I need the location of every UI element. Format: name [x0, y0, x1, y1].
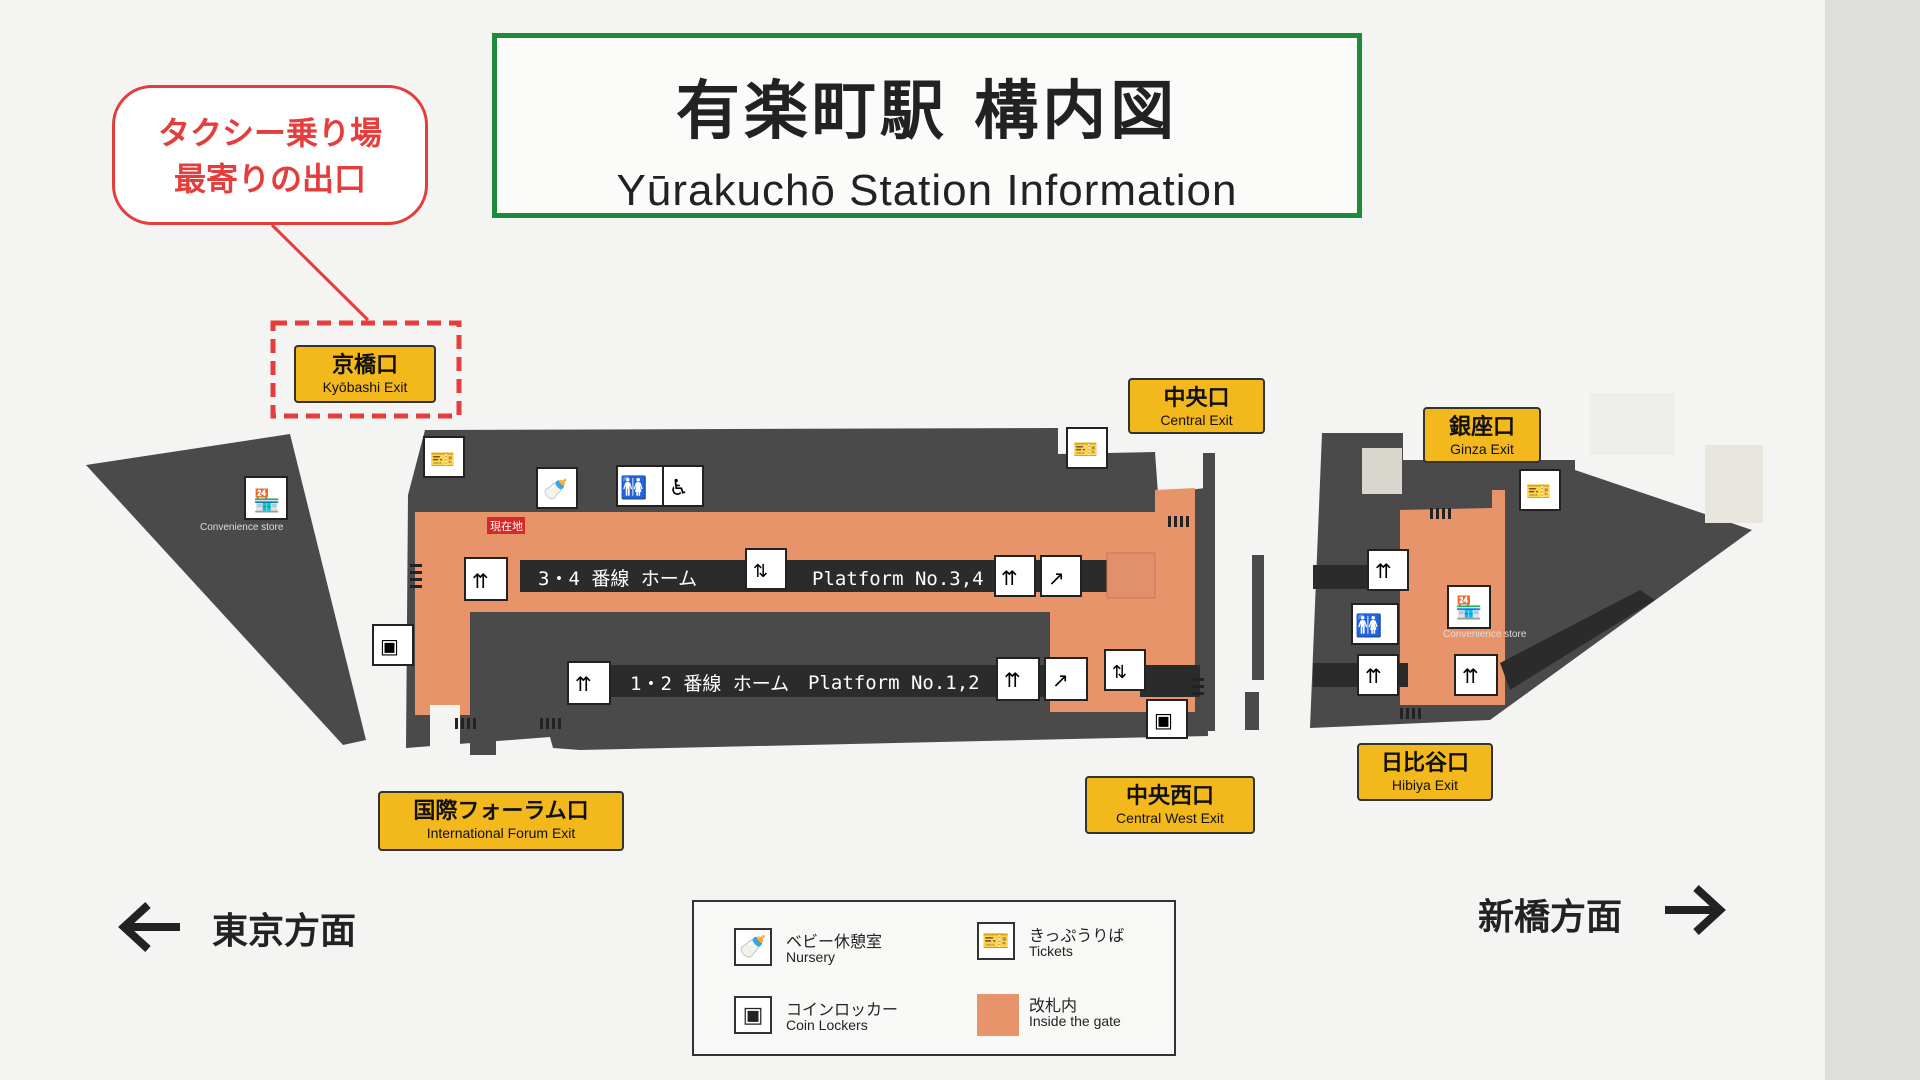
- nursery-icon: 🍼: [734, 928, 772, 966]
- ticket-icon: 🎫: [977, 922, 1015, 960]
- legend-gate-ja: 改札内: [1029, 996, 1078, 1015]
- wall-background: [1825, 0, 1920, 1080]
- exit-kyobashi-ja: 京橋口: [331, 353, 398, 378]
- exit-ginza-en: Ginza Exit: [1450, 441, 1514, 457]
- exit-forum-sign: 国際フォーラム口 International Forum Exit: [378, 791, 624, 851]
- legend-lockers-en: Coin Lockers: [786, 1017, 868, 1033]
- exit-central-ja: 中央口: [1163, 386, 1230, 411]
- legend-lockers-ja: コインロッカー: [786, 1000, 899, 1019]
- exit-ginza-ja: 銀座口: [1448, 415, 1515, 440]
- title-panel: 有楽町駅 構内図 Yūrakuchō Station Information: [492, 33, 1362, 218]
- exit-central-west-ja: 中央西口: [1125, 784, 1214, 809]
- inside-gate-swatch: [977, 994, 1019, 1036]
- exit-forum-en: International Forum Exit: [426, 825, 576, 841]
- legend-tickets-ja: きっぷうりば: [1029, 926, 1125, 945]
- map-legend: 🍼 ベビー休憩室 Nursery 🎫 きっぷうりば Tickets ▣ コインロ…: [692, 900, 1176, 1056]
- callout-line-1: タクシー乗り場: [157, 114, 382, 152]
- direction-tokyo: 東京方面: [212, 911, 357, 952]
- locker-icon: ▣: [734, 996, 772, 1034]
- title-japanese: 有楽町駅 構内図: [675, 75, 1179, 149]
- exit-hibiya-ja: 日比谷口: [1380, 751, 1469, 776]
- legend-gate-en: Inside the gate: [1029, 1013, 1121, 1029]
- exit-central-en: Central Exit: [1160, 412, 1233, 428]
- legend-nursery-en: Nursery: [786, 949, 836, 965]
- exit-hibiya-en: Hibiya Exit: [1391, 777, 1459, 793]
- legend-nursery-ja: ベビー休憩室: [786, 932, 883, 951]
- exit-forum-ja: 国際フォーラム口: [413, 799, 589, 824]
- exit-ginza-sign: 銀座口 Ginza Exit: [1423, 407, 1541, 463]
- exit-hibiya-sign: 日比谷口 Hibiya Exit: [1357, 743, 1493, 801]
- legend-tickets-en: Tickets: [1029, 943, 1073, 959]
- exit-central-west-sign: 中央西口 Central West Exit: [1085, 776, 1255, 834]
- title-english: Yūrakuchō Station Information: [616, 166, 1238, 215]
- taxi-callout-bubble: タクシー乗り場 最寄りの出口: [112, 85, 428, 225]
- exit-central-west-en: Central West Exit: [1116, 810, 1224, 826]
- callout-line-2: 最寄りの出口: [173, 160, 366, 198]
- exit-kyobashi-en: Kyōbashi Exit: [322, 379, 408, 395]
- exit-central-sign: 中央口 Central Exit: [1128, 378, 1265, 434]
- direction-shimbashi: 新橋方面: [1478, 897, 1623, 938]
- exit-kyobashi-sign: 京橋口 Kyōbashi Exit: [294, 345, 436, 403]
